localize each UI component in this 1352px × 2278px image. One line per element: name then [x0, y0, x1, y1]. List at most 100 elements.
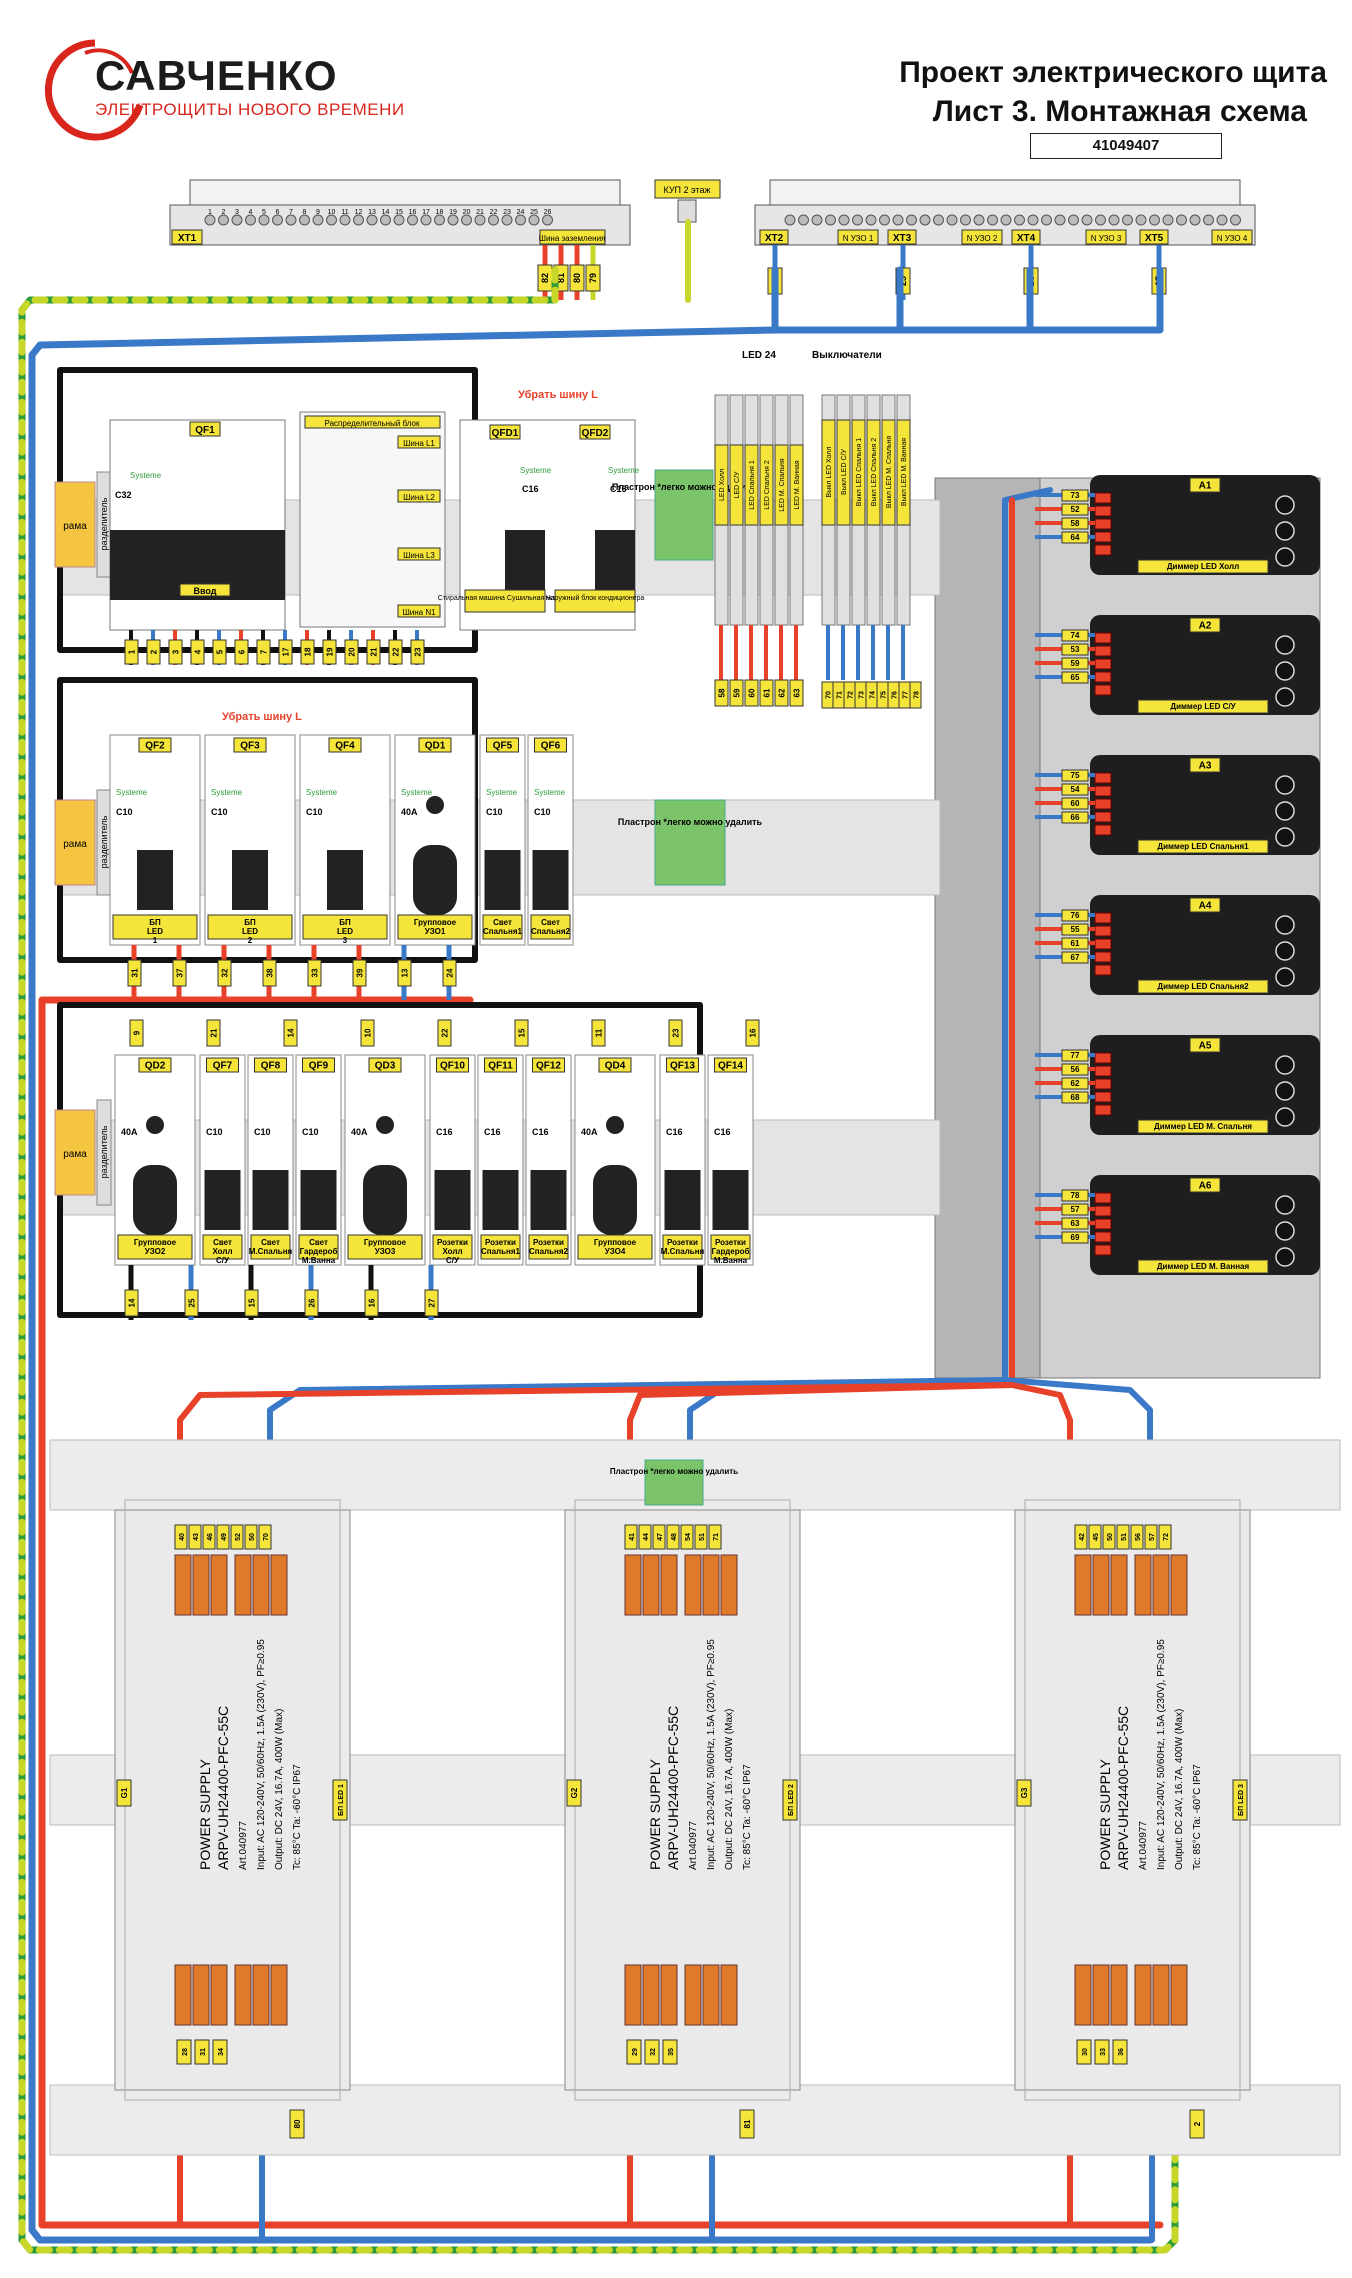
bus-l1-label: Шина L1: [403, 439, 435, 448]
psu-text: Output: DC 24V, 16.7A, 400W (Max): [1174, 1709, 1185, 1870]
qfd1-label[interactable]: Стиральная машина Сушильная машина: [438, 595, 573, 602]
dimmer-wire-tag: 58: [1061, 517, 1089, 530]
qf1-label[interactable]: Ввод: [193, 586, 216, 596]
qf8-tag-text: QF8: [261, 1060, 281, 1071]
row3-out-tag: 16: [364, 1289, 379, 1317]
xt1-pin-num: 2: [222, 209, 226, 216]
qf5-type: C10: [486, 807, 503, 817]
dimmer-clamp: [1094, 912, 1112, 924]
row3-out-tag: 27: [424, 1289, 439, 1317]
switch-terminal-label: Выкл LED М. Спальня: [886, 436, 893, 508]
dimmer-wire-tag: 60: [1061, 797, 1089, 810]
ground-wire-tag: 82: [537, 264, 553, 292]
row3-top-tag-text: 11: [595, 1028, 604, 1037]
qf4-tag: QF4: [328, 737, 362, 753]
xt2-pin: [1203, 214, 1214, 226]
qfd2-label[interactable]: Наружный блок кондиционера: [546, 594, 645, 602]
qd2-tag: QD2: [138, 1057, 172, 1073]
frame-row3: [54, 1109, 96, 1196]
dimmer-body: [1090, 1175, 1320, 1275]
psu-clamp: [1170, 1964, 1188, 2026]
bus-n1-label: Шина N1: [402, 608, 436, 617]
psu-clamp: [660, 1964, 678, 2026]
dimmer-wire-tag-text: 64: [1071, 533, 1080, 542]
xt2-pin: [825, 214, 836, 226]
row2-out-tag: 32: [217, 959, 232, 987]
xt1-pin: [366, 214, 378, 226]
dimmer-clamp: [1094, 492, 1112, 504]
qd4-tag: QD4: [598, 1057, 632, 1073]
dimmer-knob-icon: [1275, 1055, 1295, 1075]
xt1-pin: [528, 214, 540, 226]
led-terminal-label: LED Холл: [719, 469, 726, 501]
xt1-pin-num: 14: [382, 209, 390, 216]
psu-text: Input: AC 120-240V, 50/60Hz, 1.5A (230V)…: [256, 1639, 267, 1870]
xt1-pin-num: 12: [355, 209, 363, 216]
dimmer-wire-tag: 74: [1061, 629, 1089, 642]
row2-plastron-label: Пластрон *легко можно удалить: [618, 817, 763, 827]
ground-wire-tag: 80: [569, 264, 585, 292]
psu-bot-wire-tag: 31: [194, 2039, 210, 2065]
row1-out-tag: 7: [256, 639, 271, 665]
dimmer-clamp: [1094, 518, 1112, 530]
psu-clamp: [624, 1964, 642, 2026]
xt2-pin: [1041, 214, 1052, 226]
qfd1-brand: Systeme: [520, 466, 552, 475]
xt1-pin-num: 21: [476, 209, 484, 216]
switch-wire-tag: 76: [887, 681, 900, 709]
xt2-pin: [1189, 214, 1201, 226]
psu-clamp: [1110, 1554, 1128, 1616]
xt2-pin: [1122, 214, 1133, 226]
row3-out-tag-text: 27: [428, 1298, 437, 1307]
row1-out-tag-text: 23: [414, 647, 423, 656]
xt2-pin: [1176, 214, 1187, 226]
xt2-pin: [852, 214, 863, 226]
qd4-lever: [593, 1165, 637, 1235]
psu-text: Input: AC 120-240V, 50/60Hz, 1.5A (230V)…: [1156, 1639, 1167, 1870]
row3-top-tag: 22: [437, 1019, 452, 1047]
qf11-tag: QF11: [484, 1057, 517, 1073]
psu-top-wire-tag: 54: [680, 1524, 694, 1550]
psu-text: ARPV-UH24400-PFC-55C: [1115, 1706, 1131, 1870]
dimmer-tag-text: A2: [1199, 620, 1212, 631]
psu-top-wire-tag-text: 51: [699, 1533, 706, 1541]
switch-wire-tag-text: 72: [848, 691, 855, 699]
dimmer-clamp: [1094, 1104, 1112, 1116]
psu-tag-text: G3: [1020, 1787, 1029, 1798]
psu-rail-bottom: [49, 2084, 1341, 2156]
row1-out-tag-text: 17: [282, 647, 291, 656]
psu-clamp: [174, 1964, 192, 2026]
row2-out-tag-text: 24: [446, 968, 455, 977]
row2-remove-bus-note: Убрать шину L: [222, 711, 302, 723]
row3-out-tag: 25: [184, 1289, 199, 1317]
qf6-type: C10: [534, 807, 551, 817]
led-wire-tag-text: 59: [733, 688, 742, 697]
psu-top-wire-tag-text: 70: [263, 1533, 270, 1541]
psu-top-wire-tag-text: 50: [1107, 1533, 1114, 1541]
dimmer-wire-tag: 76: [1061, 909, 1089, 922]
xt1-pin: [420, 214, 432, 226]
xt1-label: XT1: [178, 233, 197, 244]
dimmer-label: Диммер LED С/У: [1137, 699, 1269, 714]
n-uzo2-label: N УЗО 2: [967, 234, 998, 243]
dimmer-clamp: [1094, 772, 1112, 784]
row3-top-tag-text: 23: [672, 1028, 681, 1037]
switch-wire-tag-text: 74: [870, 691, 877, 699]
psu-top-wire-tag: 49: [216, 1524, 230, 1550]
dimmer-tag-text: A4: [1199, 900, 1212, 911]
psu-clamp: [1074, 1554, 1092, 1616]
xt1-pin-num: 13: [368, 209, 376, 216]
